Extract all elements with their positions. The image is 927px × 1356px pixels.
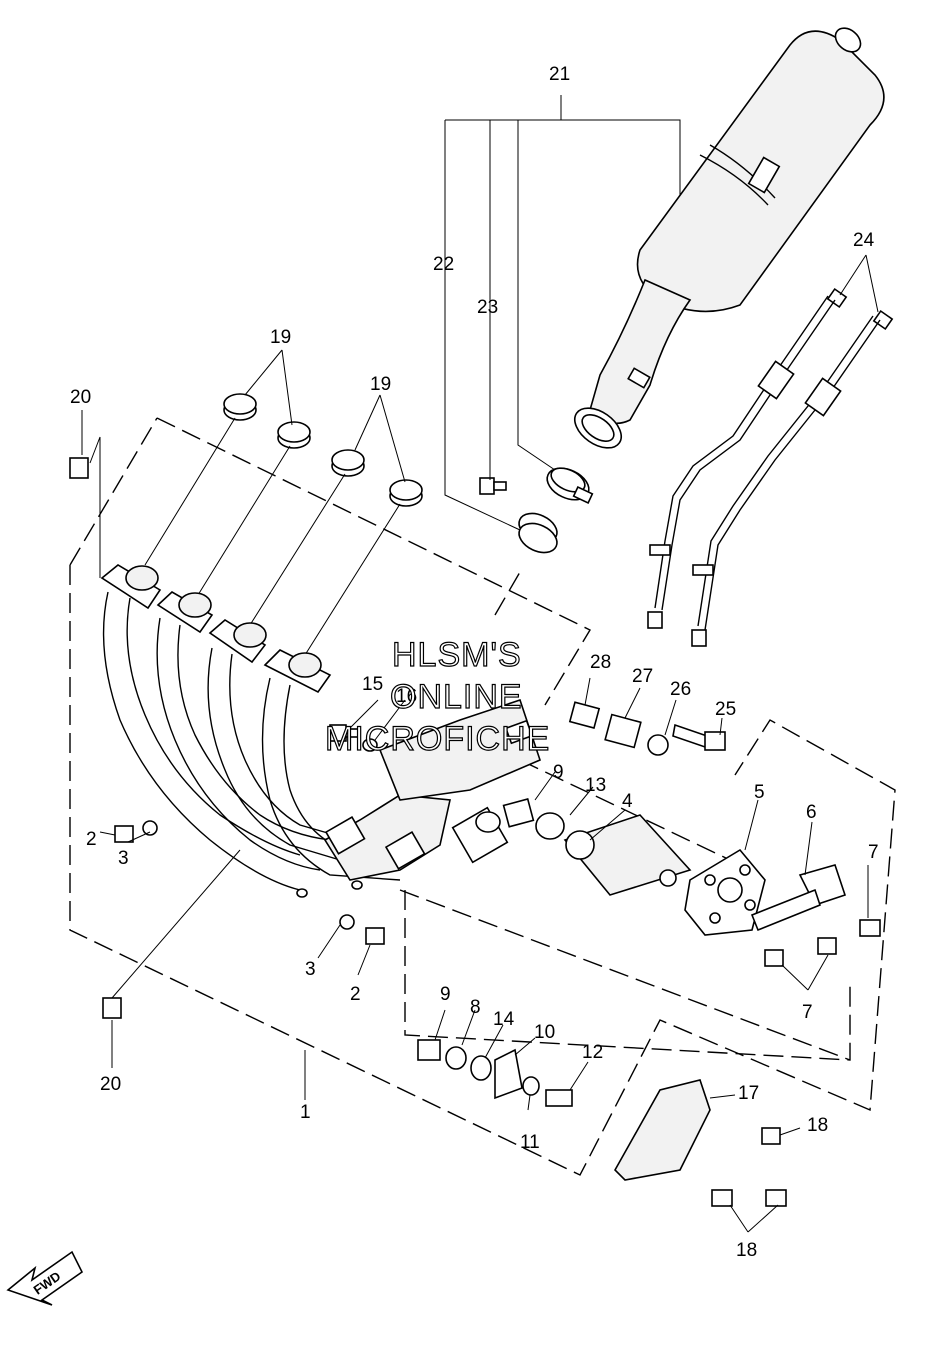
servo-group-outline [404,890,851,1061]
callout-21: 21 [549,64,570,85]
watermark-line-1: HLSM'S [392,636,522,674]
callout-11: 11 [520,1132,540,1153]
exhaust-gasket-1[interactable] [223,393,257,421]
exhaust-header-pipe[interactable] [100,564,541,898]
callout-7-lower: 7 [802,1002,813,1023]
bolt-2-lower[interactable] [365,927,385,945]
washer-8[interactable] [445,1046,467,1070]
gasket-leaders [144,417,401,656]
callout-5: 5 [754,782,765,803]
seal-13[interactable] [535,812,565,840]
exhaust-gasket-2[interactable] [277,421,311,449]
callout-24-leader [839,254,879,313]
misc-leaders [99,677,813,1111]
pulley-10[interactable] [494,1048,523,1100]
callout-2-upper: 2 [86,829,97,850]
callout-3-lower: 3 [305,959,316,980]
bolt-7-b[interactable] [764,949,784,967]
bracket-16[interactable] [504,719,534,745]
muffler[interactable] [568,23,885,456]
bolt-7-c[interactable] [817,937,837,955]
callout-20-lower: 20 [100,1074,121,1095]
callout-8: 8 [470,997,481,1018]
callout-7-right: 7 [868,842,879,863]
callout-27: 27 [632,666,653,687]
bolt-20-lower[interactable] [102,997,122,1019]
bolt-2-upper[interactable] [114,825,134,843]
bolt-15[interactable] [329,724,378,752]
callout-25: 25 [715,699,736,720]
callout-9-lower: 9 [440,984,451,1005]
watermark-line-3: MICROFICHE [325,720,550,758]
callout-26: 26 [670,679,691,700]
callout-3-upper: 3 [118,848,129,869]
callout-19-right: 19 [370,374,391,395]
callout-1: 1 [300,1102,311,1123]
callout-9-upper: 9 [553,762,564,783]
clamp-bolt[interactable] [479,477,507,495]
watermark-line-2: ONLINE [390,678,523,716]
callout-10: 10 [534,1022,555,1043]
callout-22: 22 [433,254,454,275]
callout-16: 16 [396,686,417,707]
callout-18-lower: 18 [736,1240,757,1261]
callout-23: 23 [477,297,498,318]
washer-11[interactable] [522,1076,540,1096]
callout-6: 6 [806,802,817,823]
exhaust-valve-pulley[interactable] [684,848,766,936]
callout-12: 12 [582,1042,603,1063]
callout-28: 28 [590,652,611,673]
washer-3-upper[interactable] [142,820,158,836]
valve-lever-6[interactable] [750,864,847,932]
callout-21-bracket [444,95,681,531]
exhaust-gasket-3[interactable] [331,449,365,477]
forward-arrow-icon: FWD [6,1250,84,1306]
bolt-25[interactable] [672,723,726,751]
servo-cover-17[interactable] [614,1079,711,1181]
callout-4: 4 [622,791,633,812]
bolt-18-a[interactable] [761,1127,781,1145]
muffler-gasket[interactable] [514,508,561,558]
callout-18-upper: 18 [807,1115,828,1136]
callout-2-lower: 2 [350,984,361,1005]
exhaust-valve-shaft[interactable] [563,814,692,896]
bushing-9-lower[interactable] [417,1039,441,1061]
bolt-12[interactable] [545,1089,573,1107]
washer-3-lower[interactable] [339,914,355,930]
callout-14: 14 [493,1009,515,1030]
callout-18-leaders [729,1127,801,1233]
collar-27[interactable] [604,713,642,749]
washer-26[interactable] [647,734,669,756]
bushing-9-top[interactable] [502,798,535,828]
callout-13: 13 [585,775,606,796]
callout-7-leaders [781,865,869,991]
callout-20-leaders [81,410,241,1068]
bolt-18-c[interactable] [765,1189,787,1207]
seal-14[interactable] [470,1055,492,1081]
callout-17: 17 [738,1083,759,1104]
callout-15: 15 [362,674,383,695]
valve-cable-b[interactable] [691,309,894,647]
callout-24: 24 [853,230,875,251]
callout-19-leaders [244,349,406,483]
exhaust-gasket-4[interactable] [389,479,423,507]
valve-cable-a[interactable] [647,287,848,629]
gasket-area-outline [494,571,521,616]
bolt-7-a[interactable] [859,919,881,937]
bolt-18-b[interactable] [711,1189,733,1207]
muffler-clamp[interactable] [542,462,594,506]
grommet-28[interactable] [568,701,601,730]
callout-19-left: 19 [270,327,291,348]
bolt-20-upper[interactable] [69,457,89,479]
callout-20-upper: 20 [70,387,91,408]
